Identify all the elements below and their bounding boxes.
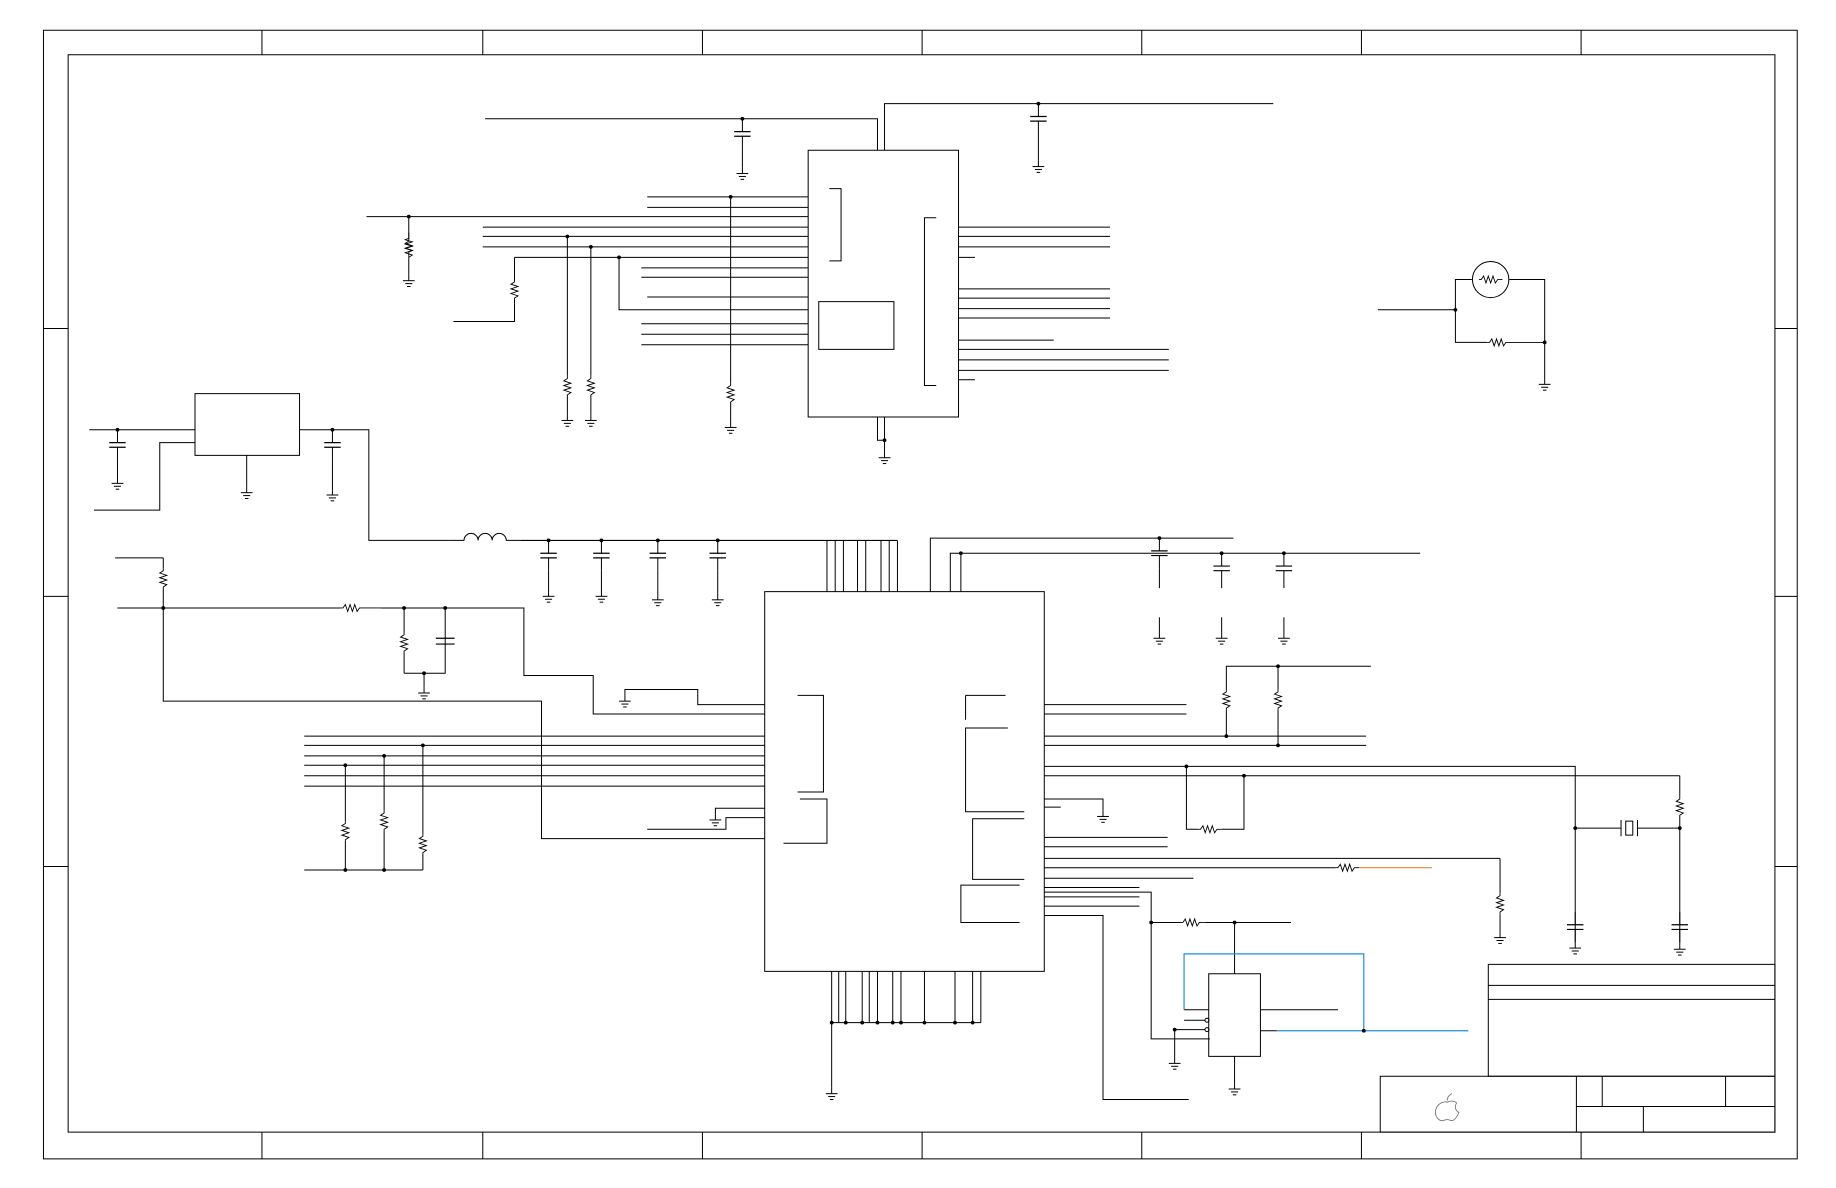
- ic-buffer: [1175, 974, 1338, 1083]
- ic-main-left-nets: [115, 558, 765, 870]
- title-block: [1380, 964, 1775, 1132]
- ic-upper-left-nets: [366, 197, 808, 422]
- ic-main-right-nets: [1044, 666, 1679, 1099]
- apple-logo-icon: [1435, 1094, 1458, 1121]
- ic-main: [765, 538, 1420, 971]
- highlight-net-blue: [1184, 954, 1468, 1031]
- inductor-icon: [450, 533, 520, 540]
- thermistor-icon: [1378, 261, 1545, 378]
- crystal-icon: [1621, 820, 1637, 836]
- ic-upper: [485, 104, 1273, 452]
- sheet-border: [43, 30, 1797, 1159]
- regulator-block: [89, 394, 450, 541]
- ic-upper-right-nets: [959, 227, 1169, 380]
- ic-main-bottom-nets: [832, 971, 981, 1087]
- capacitor-icon: [436, 638, 455, 644]
- junction-dots: [115, 101, 1682, 1033]
